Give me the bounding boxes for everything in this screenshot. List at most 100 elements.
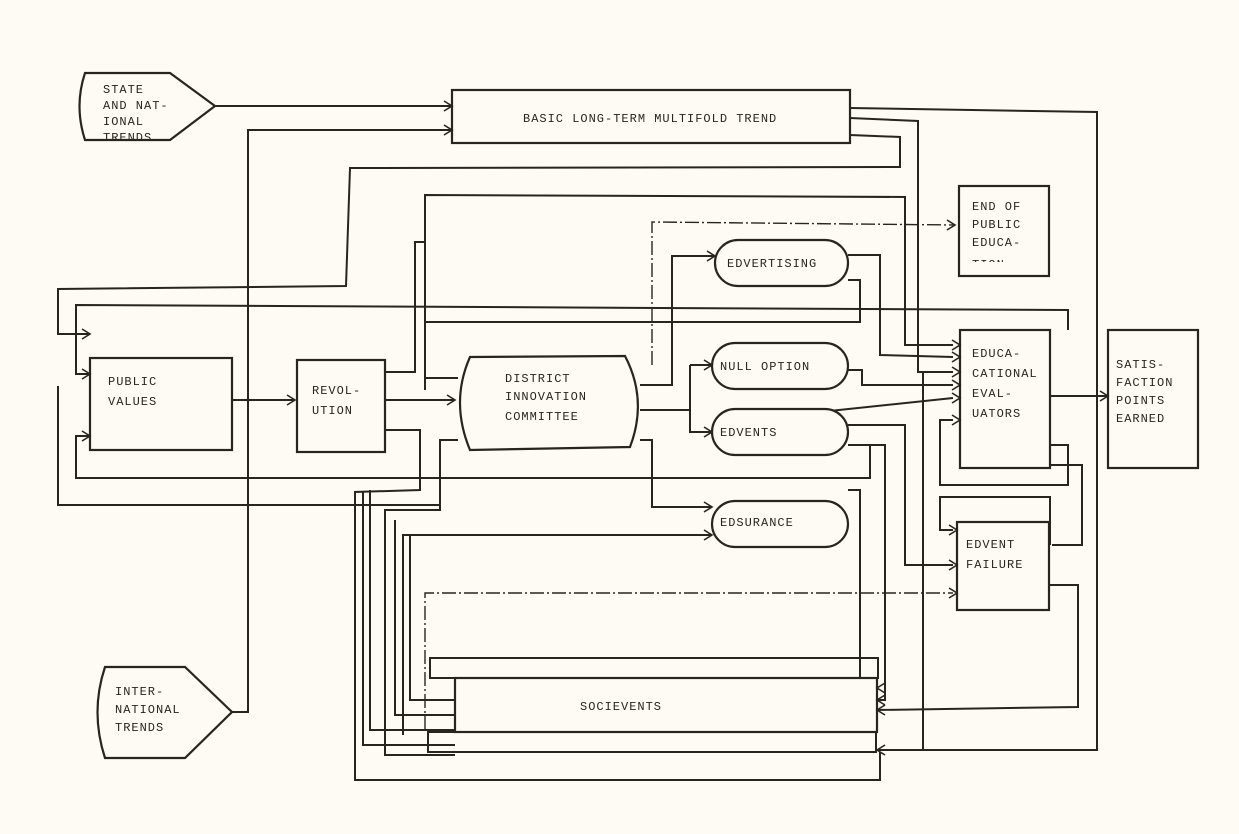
- intl-trends-line-3: TRENDS: [115, 721, 164, 735]
- connector-eval-to-failure: [1050, 464, 1083, 546]
- socievents-bottom-rail: [427, 731, 877, 753]
- intl-trends-line-1: INTER-: [115, 685, 164, 699]
- end-ed-line-1: END OF: [972, 200, 1021, 214]
- arrow-icon: [81, 328, 92, 340]
- connector-dashed-to-failure: [424, 592, 953, 730]
- arrow-icon: [443, 100, 454, 112]
- state-trends-line-1: STATE: [103, 83, 144, 97]
- connector-trend-out-1: [849, 107, 1098, 751]
- node-satisfaction-points[interactable]: SATIS- FACTION POINTS EARNED: [1106, 328, 1200, 470]
- node-educational-evaluators[interactable]: EDUCA- CATIONAL EVAL- UATORS: [958, 328, 1052, 470]
- arrow-icon: [951, 351, 962, 363]
- node-edvents[interactable]: EDVENTS: [710, 407, 850, 457]
- edsurance-label: EDSURANCE: [720, 516, 794, 530]
- node-revolution[interactable]: REVOL- UTION: [295, 358, 387, 454]
- basic-trend-label: BASIC LONG-TERM MULTIFOLD TREND: [523, 112, 777, 126]
- connector-edvents-to-failure: [848, 424, 953, 566]
- node-basic-trend[interactable]: BASIC LONG-TERM MULTIFOLD TREND: [450, 88, 852, 145]
- connectors: [57, 105, 1108, 781]
- arrow-icon: [443, 124, 454, 136]
- arrow-icon: [951, 392, 962, 404]
- node-socievents[interactable]: SOCIEVENTS: [453, 676, 879, 734]
- state-trends-line-4: TRENDS: [103, 131, 152, 145]
- dic-line-1: DISTRICT: [505, 372, 571, 386]
- socievents-top-rail: [429, 657, 879, 679]
- public-values-line-2: VALUES: [108, 395, 157, 409]
- node-edvertising[interactable]: EDVERTISING: [713, 238, 850, 288]
- arrow-icon: [948, 559, 959, 571]
- connector-vertical-failure: [877, 372, 924, 751]
- node-district-committee[interactable]: DISTRICT INNOVATION COMMITTEE: [458, 354, 639, 452]
- node-public-values[interactable]: PUBLIC VALUES: [88, 356, 234, 452]
- arrow-icon: [948, 587, 959, 599]
- arrow-icon: [703, 501, 714, 513]
- arrow-icon: [875, 694, 886, 706]
- arrow-icon: [81, 430, 92, 442]
- satisfaction-line-4: EARNED: [1116, 412, 1165, 426]
- eval-line-1: EDUCA-: [972, 347, 1021, 361]
- arrow-icon: [875, 704, 886, 716]
- arrow-icon: [946, 219, 957, 231]
- arrow-icon: [1099, 390, 1110, 402]
- arrow-icon: [948, 524, 959, 536]
- arrow-icon: [81, 368, 92, 380]
- state-trends-line-3: IONAL: [103, 115, 144, 129]
- dic-line-2: INNOVATION: [505, 390, 587, 404]
- arrow-icon: [875, 682, 886, 694]
- socievents-label: SOCIEVENTS: [580, 700, 662, 714]
- connector-intl-to-trend: [232, 129, 452, 713]
- node-end-public-education[interactable]: END OF PUBLIC EDUCA- TION: [957, 184, 1051, 278]
- connector-eval-loop: [939, 419, 1069, 486]
- connector-edvents-to-eval: [819, 397, 954, 413]
- arrow-icon: [951, 379, 962, 391]
- failure-line-2: FAILURE: [966, 558, 1023, 572]
- connector-loop-top: [424, 193, 953, 390]
- arrow-icon: [703, 359, 714, 371]
- arrow-icon: [446, 394, 457, 406]
- eval-line-4: UATORS: [972, 407, 1021, 421]
- node-state-trends[interactable]: STATE AND NAT- IONAL TRENDS: [78, 71, 217, 145]
- edvertising-label: EDVERTISING: [727, 257, 817, 271]
- node-null-option[interactable]: NULL OPTION: [710, 341, 850, 391]
- end-ed-line-3: EDUCA-: [972, 236, 1021, 250]
- revolution-line-1: REVOL-: [312, 384, 361, 398]
- connector-edsurance-in-2: [402, 534, 712, 735]
- connector-null-to-eval: [848, 369, 953, 386]
- connector-to-end-education: [651, 221, 956, 365]
- arrow-icon: [875, 744, 886, 756]
- satisfaction-line-1: SATIS-: [1116, 358, 1165, 372]
- failure-line-1: EDVENT: [966, 538, 1015, 552]
- edvents-label: EDVENTS: [720, 426, 777, 440]
- end-ed-line-2: PUBLIC: [972, 218, 1021, 232]
- connector-edvents-to-soci: [848, 444, 886, 701]
- connector-branch: [689, 365, 712, 433]
- connector-failure-out: [876, 584, 1079, 711]
- arrow-icon: [951, 339, 962, 351]
- connector-soci-left-2: [394, 520, 455, 716]
- node-edvent-failure[interactable]: EDVENT FAILURE: [955, 520, 1051, 612]
- revolution-line-2: UTION: [312, 404, 353, 418]
- connector-edvertising-feedback: [425, 279, 861, 323]
- connector-feedback-mid: [75, 303, 1069, 375]
- connector-failure-loop: [939, 496, 1051, 545]
- connector-pv-feedback-1: [75, 435, 871, 479]
- state-trends-line-2: AND NAT-: [103, 99, 169, 113]
- arrowheads: [81, 100, 1110, 756]
- node-edsurance[interactable]: EDSURANCE: [710, 499, 850, 549]
- connector-dic-to-edvertising: [640, 255, 715, 386]
- satisfaction-line-3: POINTS: [1116, 394, 1165, 408]
- arrow-icon: [951, 414, 962, 426]
- connector-pv-feedback-2: [57, 386, 440, 506]
- node-intl-trends[interactable]: INTER- NATIONAL TRENDS: [96, 665, 234, 760]
- connector-trend-out-3: [57, 134, 901, 335]
- connector-dic-from-below: [384, 439, 458, 756]
- arrow-icon: [286, 394, 297, 406]
- connector-edvertising-to-eval: [848, 254, 954, 358]
- connector-soci-left-4: [362, 492, 455, 746]
- arrow-icon: [703, 529, 714, 541]
- dic-line-3: COMMITTEE: [505, 410, 579, 424]
- connector-soci-left-1: [409, 535, 455, 701]
- connector-rev-up: [385, 241, 425, 373]
- arrow-icon: [703, 426, 714, 438]
